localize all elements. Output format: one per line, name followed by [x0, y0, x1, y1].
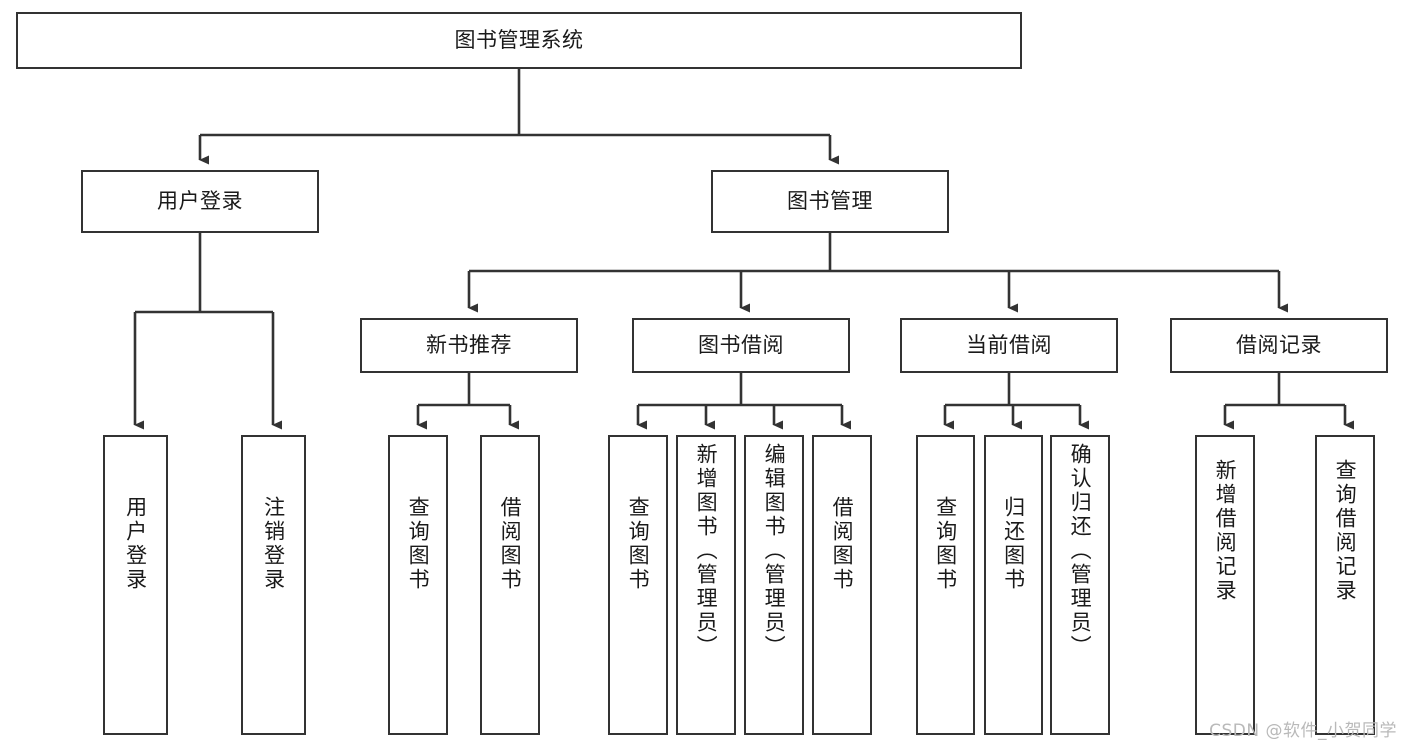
- node-book-borrow[interactable]: 图书借阅: [632, 318, 850, 373]
- node-leaf-user-login[interactable]: 用户登录: [103, 435, 168, 735]
- node-leaf-query-book-3[interactable]: 查询图书: [916, 435, 975, 735]
- node-user-login[interactable]: 用户登录: [81, 170, 319, 233]
- node-user-login-label: 用户登录: [157, 189, 243, 214]
- node-leaf-edit-book[interactable]: 编辑图书（管理员）: [744, 435, 804, 735]
- node-new-book-recommend-label: 新书推荐: [426, 333, 512, 358]
- node-leaf-borrow-book-2-label: 借阅图书: [830, 496, 855, 592]
- node-root-label: 图书管理系统: [454, 28, 584, 53]
- node-leaf-query-book-2[interactable]: 查询图书: [608, 435, 668, 735]
- node-borrow-record[interactable]: 借阅记录: [1170, 318, 1388, 373]
- node-current-borrow[interactable]: 当前借阅: [900, 318, 1118, 373]
- node-new-book-recommend[interactable]: 新书推荐: [360, 318, 578, 373]
- node-leaf-borrow-book-1-label: 借阅图书: [498, 496, 523, 592]
- node-leaf-query-book-1[interactable]: 查询图书: [388, 435, 448, 735]
- node-leaf-logout-login-label: 注销登录: [261, 496, 286, 592]
- node-leaf-borrow-book-1[interactable]: 借阅图书: [480, 435, 540, 735]
- node-leaf-query-record[interactable]: 查询借阅记录: [1315, 435, 1375, 735]
- node-leaf-add-book[interactable]: 新增图书（管理员）: [676, 435, 736, 735]
- node-book-manage[interactable]: 图书管理: [711, 170, 949, 233]
- node-book-manage-label: 图书管理: [787, 189, 873, 214]
- node-leaf-query-book-3-label: 查询图书: [933, 496, 958, 592]
- node-leaf-add-record[interactable]: 新增借阅记录: [1195, 435, 1255, 735]
- node-leaf-edit-book-label: 编辑图书（管理员）: [762, 443, 787, 659]
- node-book-borrow-label: 图书借阅: [698, 333, 784, 358]
- node-borrow-record-label: 借阅记录: [1236, 333, 1322, 358]
- node-leaf-query-record-label: 查询借阅记录: [1333, 459, 1358, 603]
- node-leaf-query-book-1-label: 查询图书: [406, 496, 431, 592]
- node-leaf-confirm-return[interactable]: 确认归还（管理员）: [1050, 435, 1110, 735]
- node-leaf-add-record-label: 新增借阅记录: [1213, 459, 1238, 603]
- node-leaf-return-book[interactable]: 归还图书: [984, 435, 1043, 735]
- node-leaf-confirm-return-label: 确认归还（管理员）: [1068, 443, 1093, 659]
- node-leaf-logout-login[interactable]: 注销登录: [241, 435, 306, 735]
- node-leaf-add-book-label: 新增图书（管理员）: [694, 443, 719, 659]
- node-leaf-user-login-label: 用户登录: [123, 496, 148, 592]
- node-leaf-return-book-label: 归还图书: [1001, 496, 1026, 592]
- node-leaf-query-book-2-label: 查询图书: [626, 496, 651, 592]
- node-leaf-borrow-book-2[interactable]: 借阅图书: [812, 435, 872, 735]
- node-current-borrow-label: 当前借阅: [966, 333, 1052, 358]
- node-root[interactable]: 图书管理系统: [16, 12, 1022, 69]
